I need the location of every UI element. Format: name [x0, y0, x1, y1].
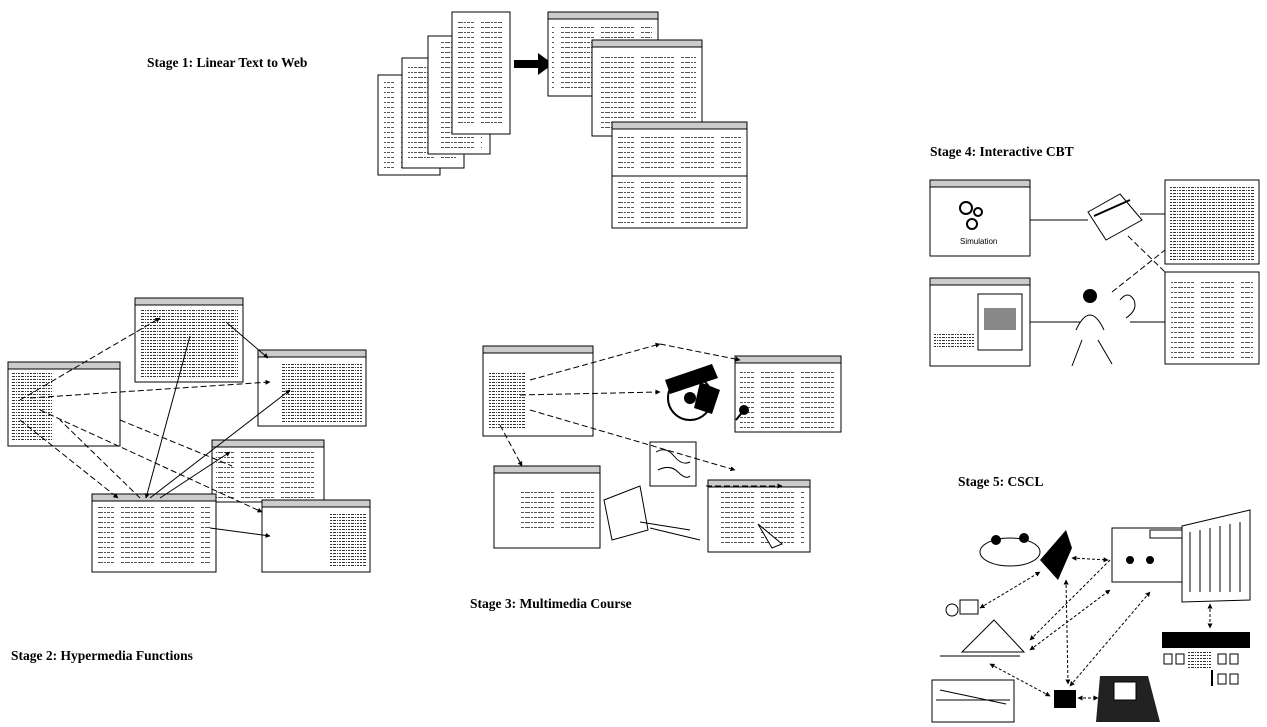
- stage4-text-screens: [1165, 180, 1259, 364]
- film-reel-icon: [665, 364, 720, 420]
- stage2-illustration: [8, 298, 370, 572]
- learner-group-icon: [980, 530, 1072, 580]
- map-image-icon: [650, 442, 696, 486]
- stage4-video-screen: [930, 278, 1030, 366]
- network-screen-icon: [1162, 632, 1250, 686]
- stage4-illustration: Simulation: [930, 180, 1259, 366]
- lecture-hall-icon: [1096, 676, 1160, 722]
- pen-tablet-icon: [1088, 194, 1142, 240]
- stage1-web-pages: [548, 12, 747, 228]
- simulation-screen: Simulation: [930, 180, 1030, 256]
- stage1-illustration: [378, 12, 747, 228]
- simulation-label: Simulation: [960, 237, 997, 246]
- headset-person-icon: [1072, 289, 1135, 366]
- stage1-paper-pages: [378, 12, 510, 175]
- computer-lab-icon: [932, 680, 1076, 722]
- 3d-graphic-icon: [604, 486, 700, 540]
- home-learner-icon: [940, 600, 1024, 656]
- stage4-links: [1030, 214, 1165, 322]
- classroom-icon: [1112, 510, 1250, 602]
- stage5-illustration: [932, 510, 1250, 722]
- arrow-right-icon: [514, 53, 553, 75]
- stage3-illustration: [483, 344, 841, 552]
